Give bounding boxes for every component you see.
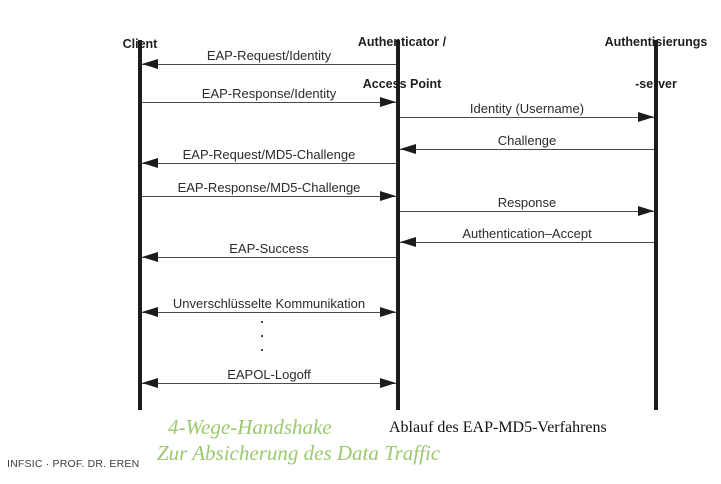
message-eapol-logoff: EAPOL-Logoff bbox=[142, 367, 396, 388]
green-note-line1: 4-Wege-Handshake bbox=[168, 415, 332, 439]
footer-credit: INFSIC · PROF. DR. EREN bbox=[7, 458, 140, 470]
message-response: Response bbox=[400, 195, 654, 216]
actor-label-line2: -server bbox=[584, 77, 721, 91]
diagram-caption: Ablauf des EAP-MD5-Verfahrens bbox=[389, 419, 607, 436]
lifeline-authenticator-access-point bbox=[396, 40, 400, 410]
arrow-line-left-icon bbox=[400, 144, 654, 154]
ellipsis-dot: . bbox=[260, 339, 264, 354]
actor-label-line1: Authenticator / bbox=[357, 35, 447, 49]
message-label: Response bbox=[497, 195, 557, 210]
message-label: EAP-Success bbox=[229, 241, 309, 256]
message-authentication-accept: Authentication–Accept bbox=[400, 226, 654, 247]
arrow-line-left-icon bbox=[142, 252, 396, 262]
actor-label-line2: Access Point bbox=[362, 77, 442, 91]
arrow-line-left-icon bbox=[400, 237, 654, 247]
arrow-line-right-icon bbox=[142, 97, 396, 107]
message-eap-request-identity: EAP-Request/Identity bbox=[142, 48, 396, 69]
message-label: EAP-Request/Identity bbox=[206, 48, 332, 63]
arrow-line-left-icon bbox=[142, 59, 396, 69]
message-label: Identity (Username) bbox=[469, 101, 585, 116]
message-label: Challenge bbox=[497, 133, 557, 148]
vertical-ellipsis: . . . bbox=[252, 311, 272, 356]
message-challenge: Challenge bbox=[400, 133, 654, 154]
arrow-line-both-icon bbox=[142, 307, 396, 317]
message-label: Authentication–Accept bbox=[462, 226, 592, 241]
arrow-line-right-icon bbox=[142, 191, 396, 201]
arrow-line-both-icon bbox=[142, 378, 396, 388]
green-note-line2: Zur Absicherung des Data Traffic bbox=[157, 441, 441, 465]
message-label: EAP-Response/Identity bbox=[201, 86, 337, 101]
ellipsis-dot: . bbox=[260, 311, 264, 326]
arrow-line-right-icon bbox=[400, 112, 654, 122]
message-unverschluesselte-kommunikation: Unverschlüsselte Kommunikation bbox=[142, 296, 396, 317]
arrow-line-left-icon bbox=[142, 158, 396, 168]
message-label: EAPOL-Logoff bbox=[227, 367, 311, 382]
message-eap-request-md5-challenge: EAP-Request/MD5-Challenge bbox=[142, 147, 396, 168]
lifeline-authentication-server bbox=[654, 40, 658, 410]
message-eap-success: EAP-Success bbox=[142, 241, 396, 262]
message-eap-response-identity: EAP-Response/Identity bbox=[142, 86, 396, 107]
ellipsis-dot: . bbox=[260, 325, 264, 340]
message-label: EAP-Response/MD5-Challenge bbox=[177, 180, 361, 195]
message-label: EAP-Request/MD5-Challenge bbox=[182, 147, 356, 162]
message-identity-username: Identity (Username) bbox=[400, 101, 654, 122]
lifeline-client bbox=[138, 40, 142, 410]
message-eap-response-md5-challenge: EAP-Response/MD5-Challenge bbox=[142, 180, 396, 201]
actor-label-line1: Authentisierungs bbox=[584, 35, 721, 49]
arrow-line-right-icon bbox=[400, 206, 654, 216]
message-label: Unverschlüsselte Kommunikation bbox=[172, 296, 366, 311]
